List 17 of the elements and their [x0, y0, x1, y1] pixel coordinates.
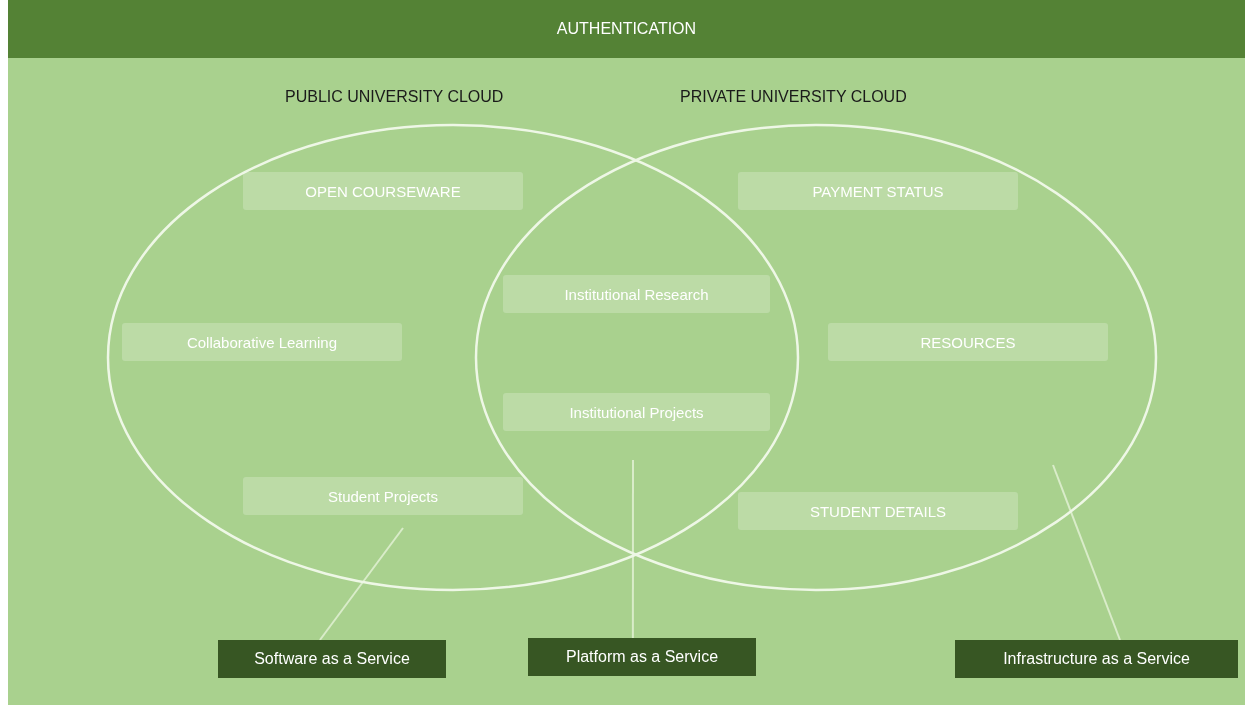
leader-line — [318, 527, 404, 641]
header-bar: AUTHENTICATION — [8, 0, 1245, 58]
category-tag: RESOURCES — [828, 323, 1108, 361]
circle-heading: PUBLIC UNIVERSITY CLOUD — [285, 88, 504, 106]
circle-heading: PRIVATE UNIVERSITY CLOUD — [680, 88, 907, 106]
category-tag: OPEN COURSEWARE — [243, 172, 523, 210]
category-tag: Institutional Projects — [503, 393, 770, 431]
leader-line — [631, 459, 634, 639]
category-tag: PAYMENT STATUS — [738, 172, 1018, 210]
service-label: Software as a Service — [218, 640, 446, 678]
category-tag: Student Projects — [243, 477, 523, 515]
category-tag: STUDENT DETAILS — [738, 492, 1018, 530]
service-label: Infrastructure as a Service — [955, 640, 1238, 678]
category-tag: Institutional Research — [503, 275, 770, 313]
service-label: Platform as a Service — [528, 638, 756, 676]
category-tag: Collaborative Learning — [122, 323, 402, 361]
leader-line — [1052, 464, 1121, 641]
